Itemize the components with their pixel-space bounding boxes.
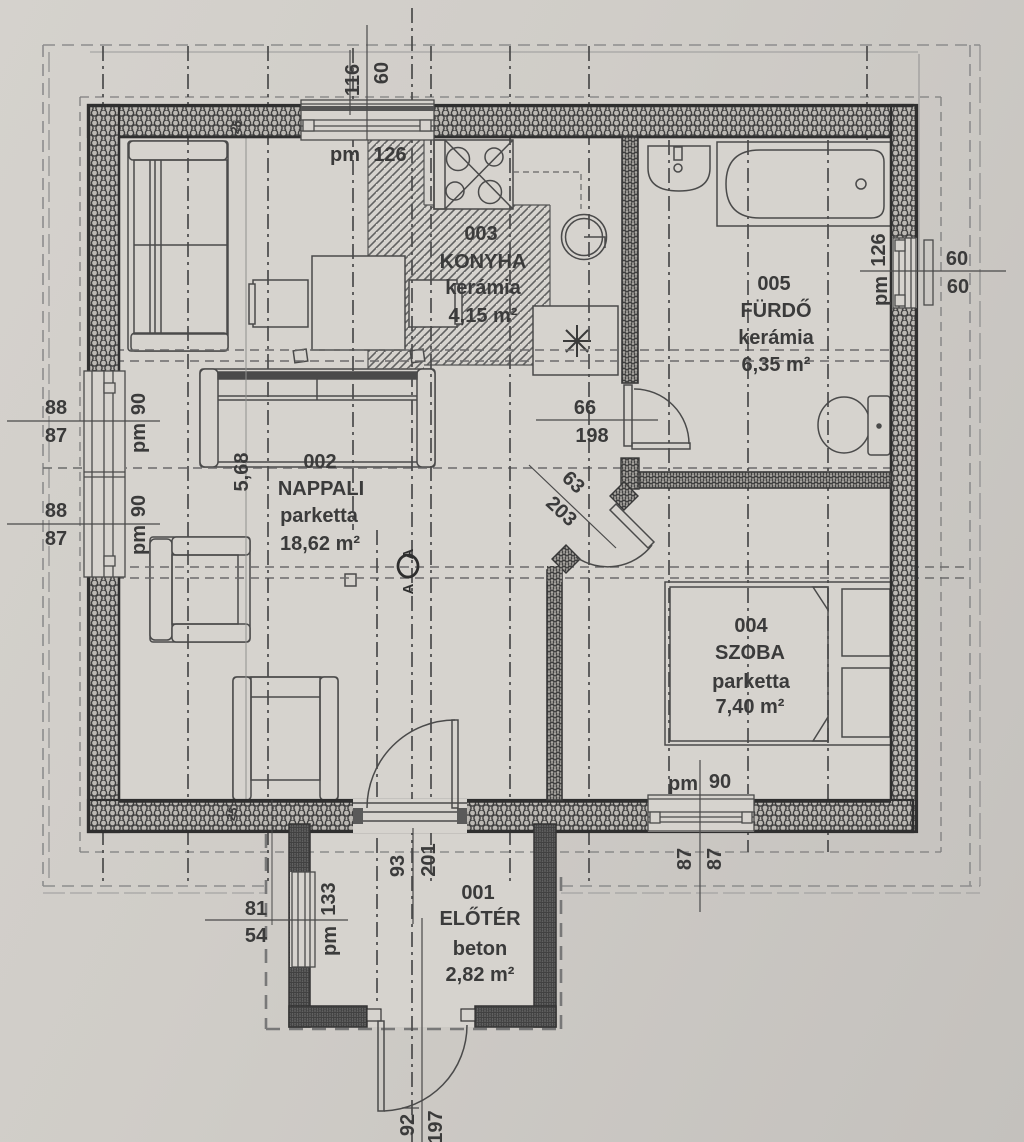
svg-text:126: 126 <box>373 144 406 166</box>
svg-text:4,15 m²: 4,15 m² <box>449 305 518 327</box>
svg-text:pm: pm <box>330 144 360 166</box>
svg-text:88: 88 <box>45 500 67 522</box>
svg-text:197: 197 <box>425 1110 447 1142</box>
svg-text:pm: pm <box>128 423 150 453</box>
svg-text:pm: pm <box>319 926 341 956</box>
svg-text:KONYHA: KONYHA <box>440 251 527 273</box>
svg-text:kerámia: kerámia <box>738 327 814 349</box>
svg-text:kerámia: kerámia <box>445 277 521 299</box>
svg-text:pm: pm <box>870 276 892 306</box>
svg-text:87: 87 <box>704 848 726 870</box>
svg-text:25: 25 <box>224 805 241 822</box>
svg-text:beton: beton <box>453 938 507 960</box>
svg-text:FÜRDŐ: FÜRDŐ <box>740 299 811 322</box>
svg-text:005: 005 <box>757 273 790 295</box>
svg-text:87: 87 <box>45 425 67 447</box>
svg-text:parketta: parketta <box>280 505 359 527</box>
svg-text:116: 116 <box>342 64 364 96</box>
svg-text:pm: pm <box>128 525 150 555</box>
svg-text:002: 002 <box>303 451 336 473</box>
svg-text:60: 60 <box>947 276 969 298</box>
svg-text:90: 90 <box>709 771 731 793</box>
svg-text:004: 004 <box>734 615 768 637</box>
svg-text:88: 88 <box>45 397 67 419</box>
svg-text:54: 54 <box>245 925 268 947</box>
svg-text:60: 60 <box>371 62 393 84</box>
svg-text:92: 92 <box>397 1114 419 1136</box>
svg-text:90: 90 <box>128 495 150 517</box>
svg-text:198: 198 <box>575 425 608 447</box>
svg-text:87: 87 <box>45 528 67 550</box>
svg-text:66: 66 <box>574 397 596 419</box>
svg-text:133: 133 <box>318 882 340 915</box>
svg-text:7,40 m²: 7,40 m² <box>716 696 785 718</box>
svg-text:93: 93 <box>387 855 409 877</box>
svg-text:87: 87 <box>674 848 696 870</box>
svg-text:003: 003 <box>464 223 497 245</box>
svg-text:90: 90 <box>128 393 150 415</box>
svg-text:60: 60 <box>946 248 968 270</box>
svg-text:ELŐTÉR: ELŐTÉR <box>439 907 521 930</box>
svg-text:6,35 m²: 6,35 m² <box>742 354 811 376</box>
svg-text:2,82 m²: 2,82 m² <box>446 964 515 986</box>
svg-text:parketta: parketta <box>712 671 791 693</box>
svg-text:201: 201 <box>418 843 440 876</box>
svg-text:81: 81 <box>245 898 267 920</box>
svg-text:SZOBA: SZOBA <box>715 642 785 664</box>
svg-text:18,62 m²: 18,62 m² <box>280 533 360 555</box>
svg-text:126: 126 <box>868 233 890 266</box>
svg-text:NAPPALI: NAPPALI <box>278 478 364 500</box>
svg-text:pm: pm <box>668 773 698 795</box>
svg-text:5,68: 5,68 <box>231 453 253 492</box>
svg-text:A: A <box>400 548 417 559</box>
svg-text:A: A <box>400 583 417 594</box>
svg-text:25: 25 <box>228 118 245 135</box>
svg-text:001: 001 <box>461 882 494 904</box>
